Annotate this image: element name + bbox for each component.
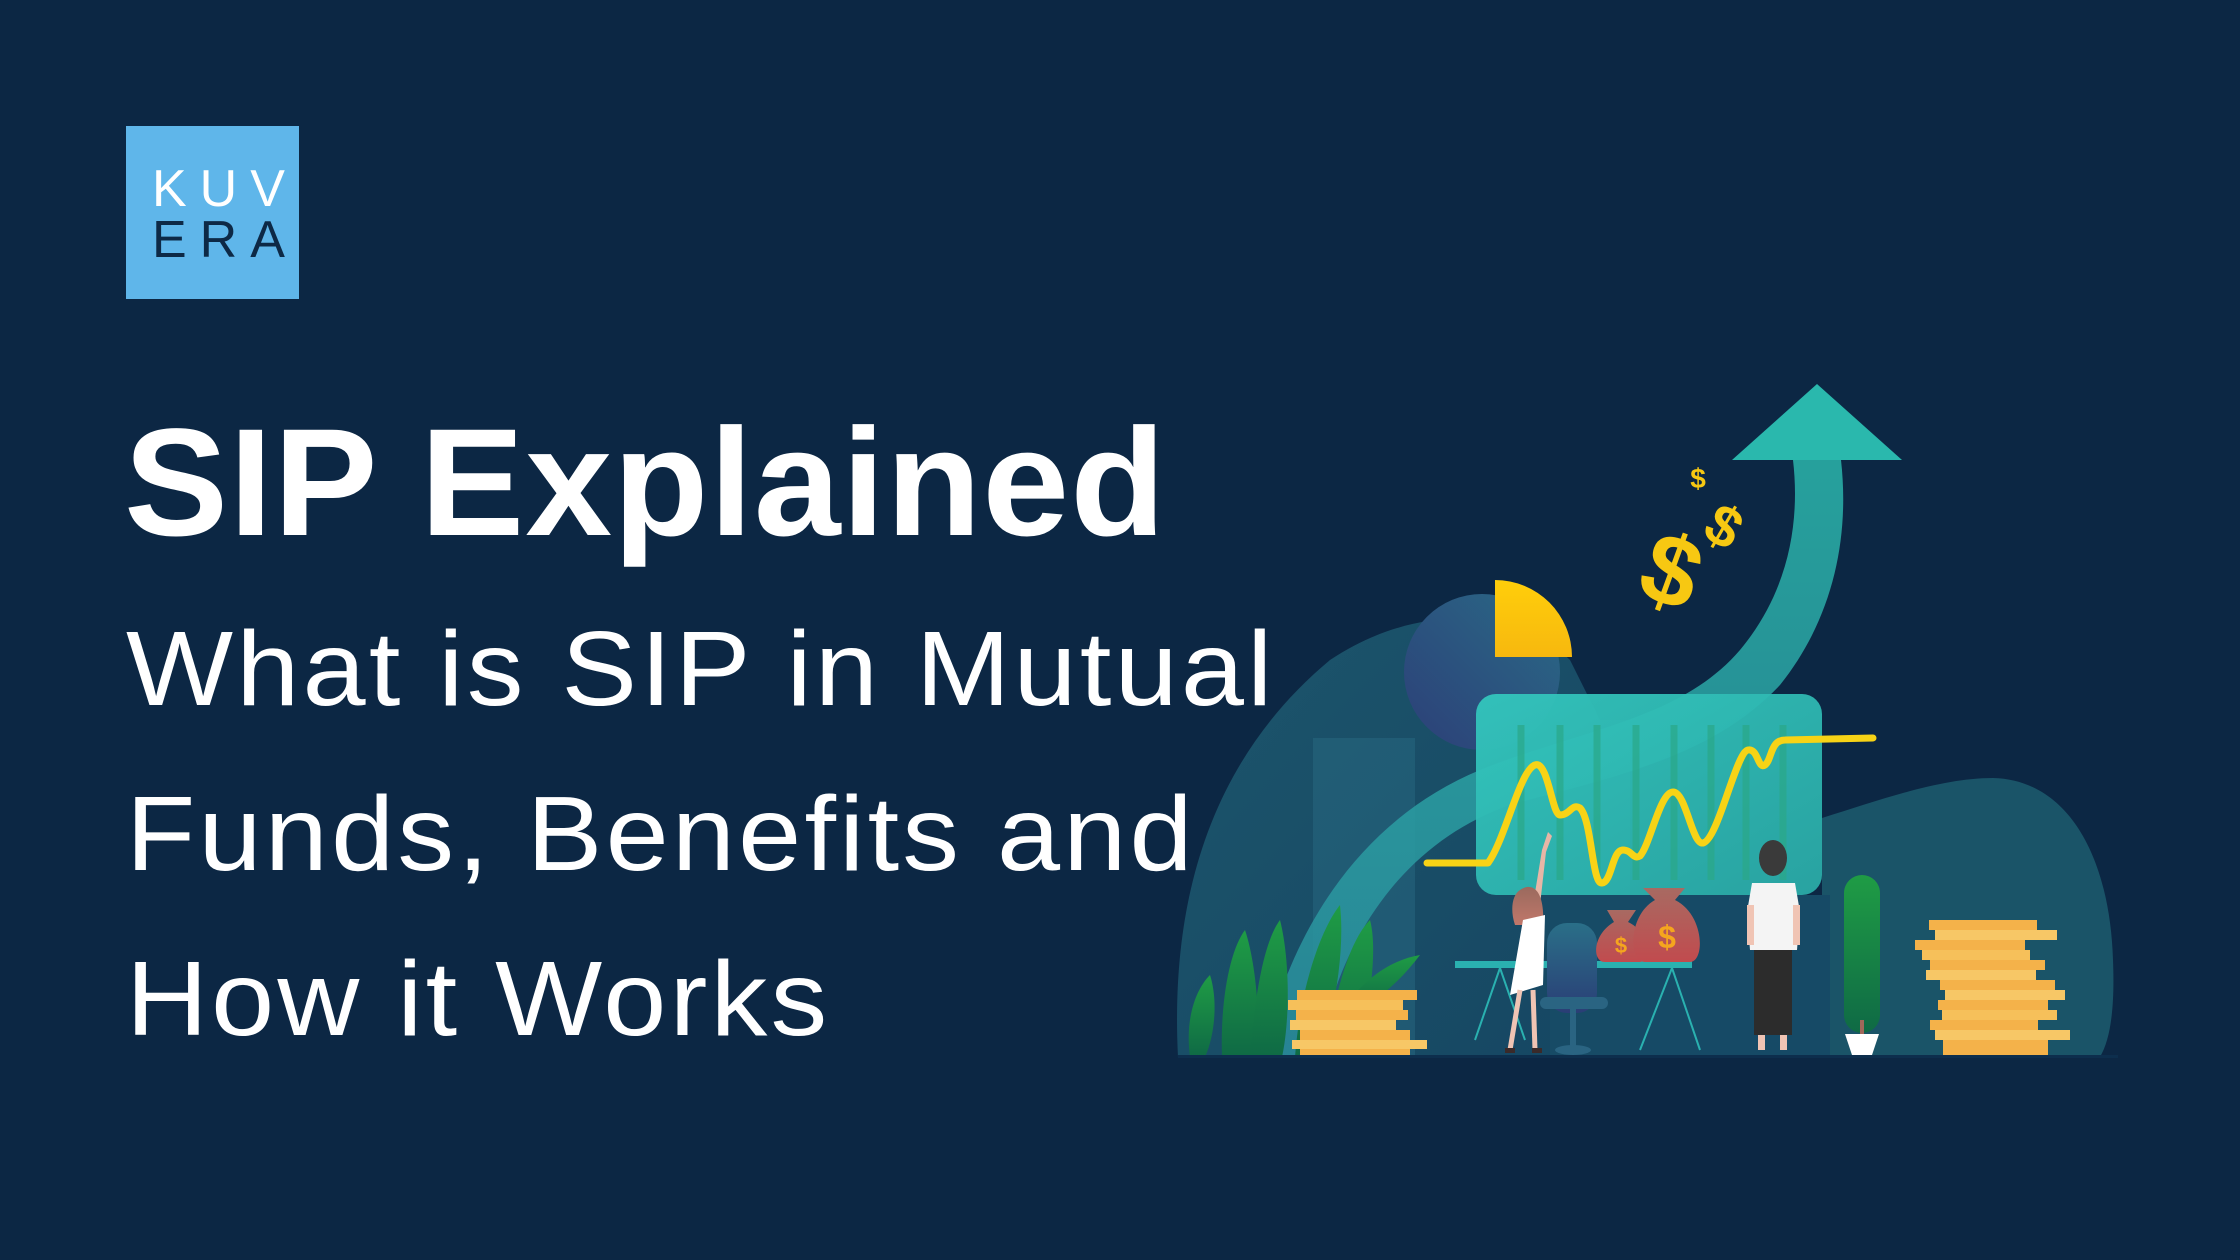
dollar-signs: $ $ $ <box>1626 463 1754 633</box>
coin-stack-left <box>1288 990 1427 1057</box>
subtitle-line-3: How it Works <box>126 940 831 1058</box>
dollar-icon-small: $ <box>1690 463 1706 494</box>
man-figure <box>1747 840 1800 1050</box>
money-bags: $ $ <box>1596 888 1700 962</box>
dollar-icon-large: $ <box>1626 509 1717 633</box>
bag-dollar-icon-large: $ <box>1658 919 1676 955</box>
potted-plant-icon <box>1844 875 1880 1055</box>
ground-line <box>1178 1055 2118 1058</box>
office-chair-icon <box>1540 923 1608 1055</box>
coin-stack-right <box>1915 920 2070 1055</box>
page-title: SIP Explained <box>124 397 1167 568</box>
woman-figure <box>1505 832 1552 1053</box>
price-line <box>1423 734 1877 887</box>
logo-text-bottom: ERA <box>152 211 298 269</box>
bag-dollar-icon-small: $ <box>1615 933 1627 958</box>
subtitle: What is SIP in Mutual Funds, Benefits an… <box>126 602 1272 1097</box>
subtitle-line-1: What is SIP in Mutual <box>126 610 1276 728</box>
kuvera-logo: KUV ERA <box>126 126 299 299</box>
logo-text-top: KUV <box>152 160 298 218</box>
subtitle-line-2: Funds, Benefits and <box>126 775 1196 893</box>
chart-screen <box>1423 694 1877 895</box>
